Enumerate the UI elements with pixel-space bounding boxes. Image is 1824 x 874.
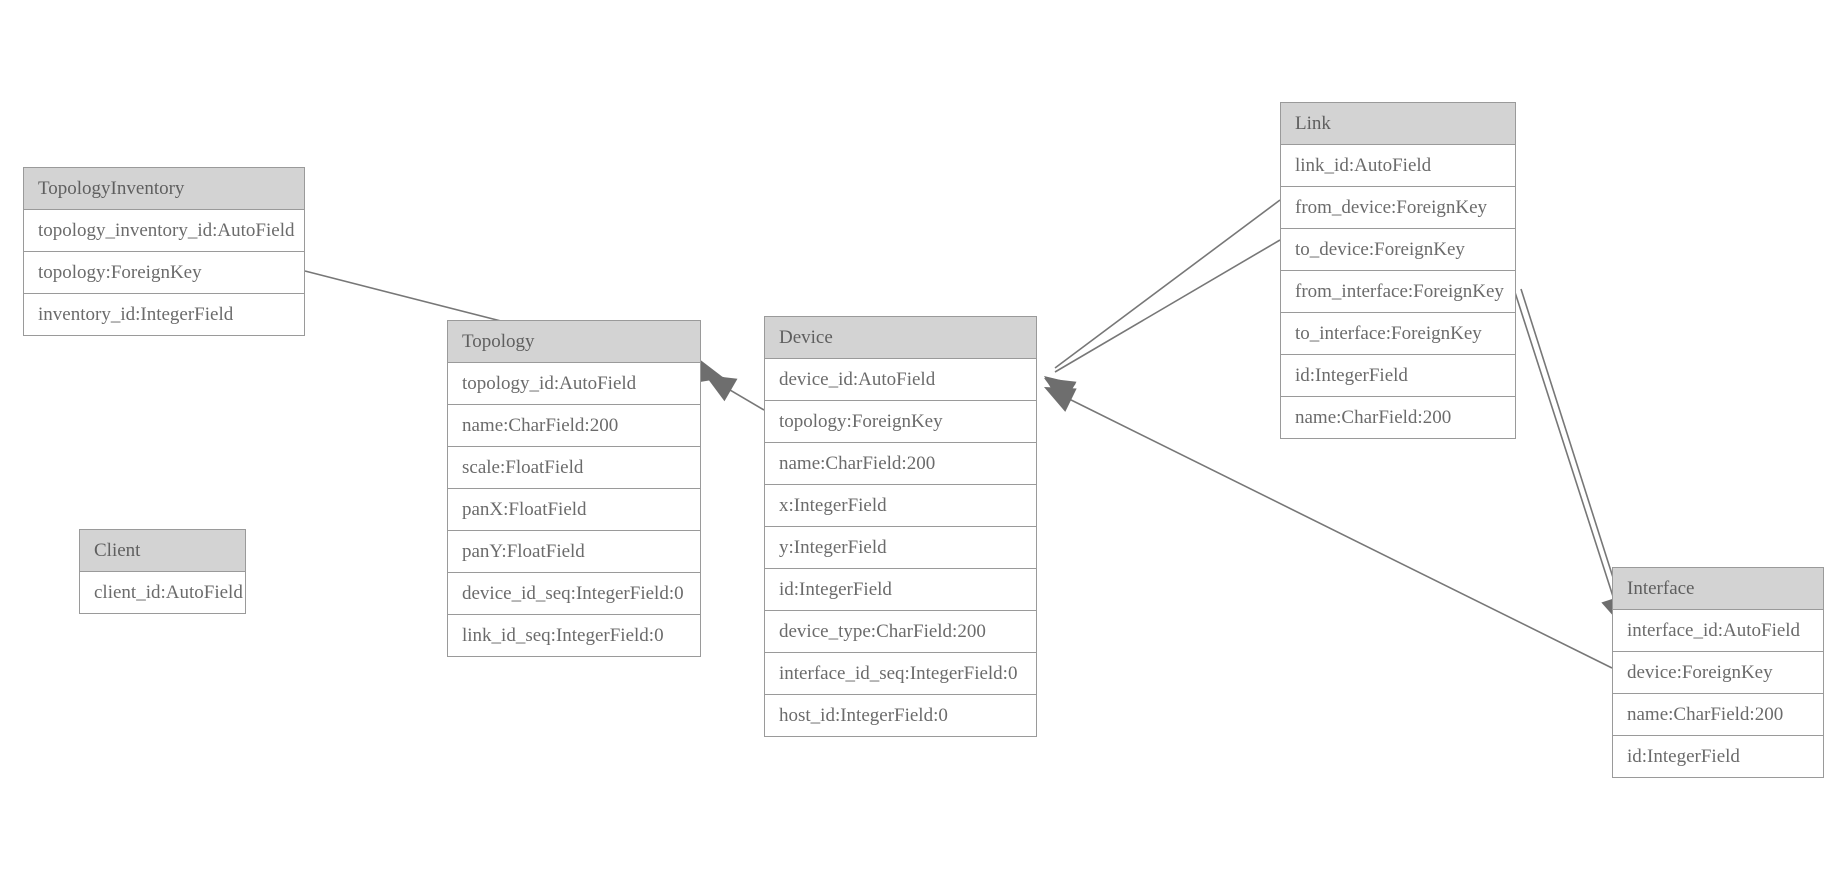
relationship-arrowhead: [1044, 387, 1077, 412]
relationship-line: [1520, 288, 1625, 613]
entity-title-interface: Interface: [1613, 568, 1823, 610]
entity-field: device_id:AutoField: [765, 359, 1036, 401]
relationship-link-from-device-to-device: [1044, 199, 1281, 405]
relationship-line: [1054, 239, 1281, 373]
entity-field: interface_id_seq:IntegerField:0: [765, 653, 1036, 695]
entity-field: topology_id:AutoField: [448, 363, 700, 405]
entity-field: host_id:IntegerField:0: [765, 695, 1036, 736]
entity-field: client_id:AutoField: [80, 572, 245, 613]
entity-field: name:CharField:200: [1281, 397, 1515, 438]
entity-field: topology:ForeignKey: [24, 252, 304, 294]
entity-field: device_id_seq:IntegerField:0: [448, 573, 700, 615]
relationship-line: [712, 379, 765, 411]
entity-field: to_device:ForeignKey: [1281, 229, 1515, 271]
entity-field: id:IntegerField: [1613, 736, 1823, 777]
relationship-line: [1054, 199, 1281, 369]
entity-field: to_interface:ForeignKey: [1281, 313, 1515, 355]
entity-field: interface_id:AutoField: [1613, 610, 1823, 652]
relationship-arrowhead: [705, 375, 738, 402]
entity-field: y:IntegerField: [765, 527, 1036, 569]
entity-field: name:CharField:200: [1613, 694, 1823, 736]
entity-field: name:CharField:200: [448, 405, 700, 447]
relationship-device-to-topology: [705, 375, 765, 411]
entity-field: from_device:ForeignKey: [1281, 187, 1515, 229]
entity-field: topology:ForeignKey: [765, 401, 1036, 443]
entity-field: scale:FloatField: [448, 447, 700, 489]
entity-title-topology: Topology: [448, 321, 700, 363]
entity-field: link_id:AutoField: [1281, 145, 1515, 187]
relationship-link-to-device-to-device: [1044, 239, 1281, 405]
entity-title-topology_inventory: TopologyInventory: [24, 168, 304, 210]
entity-field: topology_inventory_id:AutoField: [24, 210, 304, 252]
entity-field: name:CharField:200: [765, 443, 1036, 485]
relationship-arrowhead: [1044, 376, 1076, 405]
relationship-line: [1511, 282, 1619, 613]
entity-field: device_type:CharField:200: [765, 611, 1036, 653]
entity-field: panY:FloatField: [448, 531, 700, 573]
entity-title-link: Link: [1281, 103, 1515, 145]
entity-field: id:IntegerField: [765, 569, 1036, 611]
entity-title-client: Client: [80, 530, 245, 572]
entity-field: link_id_seq:IntegerField:0: [448, 615, 700, 656]
relationship-arrowhead: [1044, 378, 1077, 405]
entity-title-device: Device: [765, 317, 1036, 359]
entity-field: panX:FloatField: [448, 489, 700, 531]
entity-field: x:IntegerField: [765, 485, 1036, 527]
entity-field: device:ForeignKey: [1613, 652, 1823, 694]
entity-field: id:IntegerField: [1281, 355, 1515, 397]
entity-field: inventory_id:IntegerField: [24, 294, 304, 335]
entity-field: from_interface:ForeignKey: [1281, 271, 1515, 313]
